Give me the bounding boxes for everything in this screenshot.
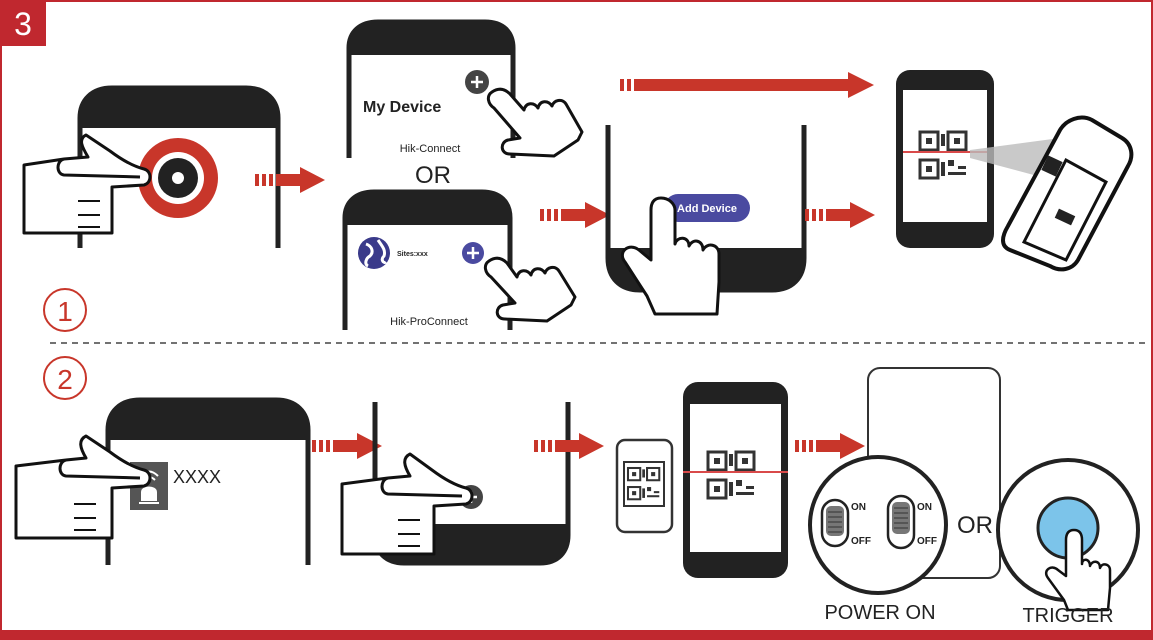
phone-hik-proconnect: Sites:xxx <box>342 189 513 330</box>
phone-hik-connect: My Device <box>346 19 516 158</box>
trigger-label: TRIGGER <box>1022 605 1113 627</box>
my-device-label: My Device <box>363 99 441 116</box>
sites-label: Sites:xxx <box>397 251 428 258</box>
device-name-label: XXXX <box>173 467 221 487</box>
phone-qr-scan-2 <box>683 382 788 578</box>
pointing-hand-icon <box>486 87 584 158</box>
add-device-button-label: Add Device <box>677 203 737 215</box>
device-tilted-icon <box>970 115 1134 272</box>
phone-qr-scan <box>896 70 994 248</box>
hik-connect-label: Hik-Connect <box>400 143 461 155</box>
phone-scan-button <box>77 85 281 248</box>
section1-marker: 1 <box>57 296 73 327</box>
add-device-button[interactable] <box>664 194 750 222</box>
phone-device-list: XXXX <box>105 397 311 565</box>
switch2-off-label: OFF <box>917 536 937 547</box>
pointing-hand-icon <box>14 434 152 540</box>
section2-marker-circle <box>43 356 87 400</box>
step-badge <box>0 0 46 46</box>
switch2-on-label: ON <box>917 502 932 513</box>
switch1-on-label: ON <box>851 502 866 513</box>
pointing-hand-icon <box>1044 528 1112 612</box>
section1-marker-circle <box>43 288 87 332</box>
or-label-2: OR <box>957 512 993 539</box>
step-number: 3 <box>14 6 32 42</box>
long-arrow-icon <box>620 72 874 98</box>
pointing-hand-icon <box>620 196 721 316</box>
bottom-bar <box>0 630 1153 640</box>
hik-proconnect-label: Hik-ProConnect <box>390 316 468 328</box>
device-qr-label <box>615 438 674 534</box>
power-switch-panel: ON OFF ON OFF <box>808 455 948 595</box>
pointing-hand-icon <box>22 133 152 235</box>
switch1-off-label: OFF <box>851 536 871 547</box>
section2-marker: 2 <box>57 364 73 395</box>
power-on-label: POWER ON <box>824 602 935 624</box>
pointing-hand-icon <box>340 452 474 556</box>
or-label-1: OR <box>415 162 451 189</box>
pointing-hand-icon <box>483 256 577 323</box>
